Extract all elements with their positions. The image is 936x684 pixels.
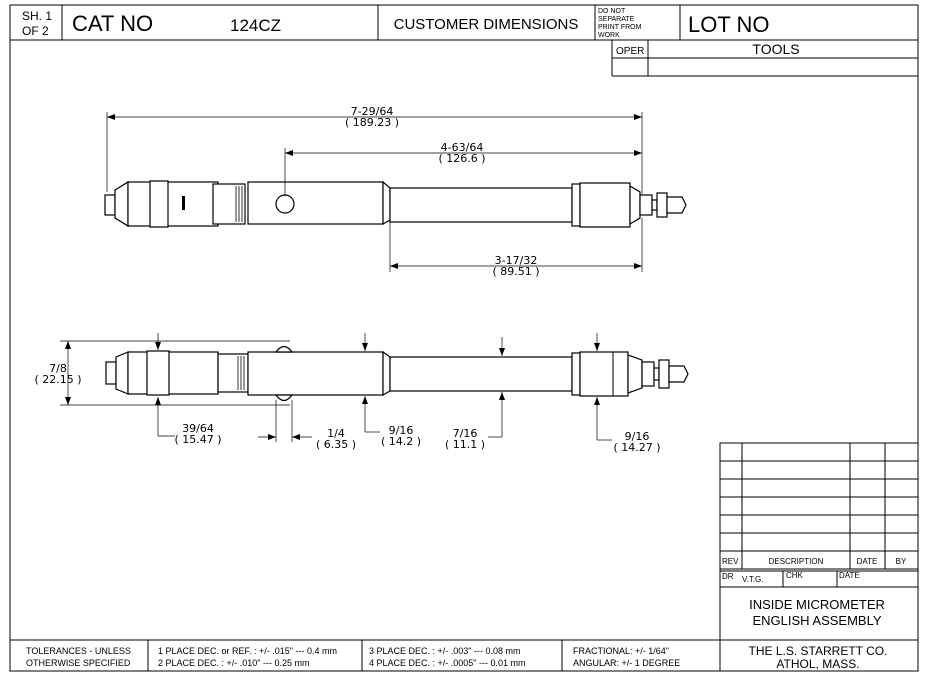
company-location: ATHOL, MASS. [776, 657, 859, 671]
overall-length-mm: ( 189.23 ) [345, 116, 399, 129]
title-header: SH. 1 OF 2 CAT NO 124CZ CUSTOMER DIMENSI… [10, 5, 918, 77]
rev-header: REV [722, 557, 739, 566]
anvil-dia-mm: ( 14.27 ) [613, 441, 660, 454]
tools-label: TOOLS [752, 41, 799, 57]
tolerance-fractional: FRACTIONAL: +/- 1/64" [573, 646, 669, 656]
pin-width-mm: ( 6.35 ) [316, 438, 356, 451]
collar-dia-frac: 39/64 [182, 422, 214, 435]
micrometer-side-view [105, 345, 689, 402]
chk-label: CHK [786, 571, 804, 580]
by-header: BY [896, 557, 907, 566]
sheet-border [9, 4, 919, 672]
part-title-line2: ENGLISH ASSEMBLY [752, 613, 881, 628]
cat-no-label: CAT NO [72, 11, 153, 36]
overall-length-frac: 7-29/64 [351, 105, 394, 118]
sleeve-dia-frac: 9/16 [389, 424, 414, 437]
side-view-dimensions [60, 333, 612, 442]
tolerance-angular: ANGULAR: +/- 1 DEGREE [573, 658, 680, 668]
date-label: DATE [839, 571, 860, 580]
rod-dia-frac: 7/16 [453, 427, 478, 440]
top-view-dimensions [106, 112, 643, 272]
sleeve-dia-mm: ( 14.2 ) [381, 435, 421, 448]
rod-length-frac: 3-17/32 [495, 254, 538, 267]
tolerance-label-1: TOLERANCES - UNLESS [26, 646, 131, 656]
revision-table: REV DESCRIPTION DATE BY DR V.T.G. CHK DA… [719, 442, 919, 588]
collar-dia-mm: ( 15.47 ) [174, 433, 221, 446]
tolerance-4-place: 4 PLACE DEC. : +/- .0005" --- 0.01 mm [369, 658, 526, 668]
company-name: THE L.S. STARRETT CO. [749, 644, 888, 658]
dr-value: V.T.G. [742, 575, 764, 584]
do-not-separate-2: SEPARATE [598, 16, 635, 23]
do-not-separate-4: WORK [598, 32, 620, 39]
dr-label: DR [722, 572, 734, 581]
rod-dia-mm: ( 11.1 ) [445, 438, 485, 451]
date-header: DATE [857, 557, 878, 566]
rod-length-mm: ( 89.51 ) [492, 265, 539, 278]
sheet-label: SH. 1 [22, 9, 52, 23]
thimble-dia-mm: ( 22.15 ) [34, 373, 81, 386]
part-title-line1: INSIDE MICROMETER [749, 597, 885, 612]
hole-to-end-frac: 4-63/64 [441, 141, 484, 154]
tolerance-label-2: OTHERWISE SPECIFIED [26, 658, 131, 668]
sheet-of: OF 2 [22, 24, 49, 38]
tolerance-1-place: 1 PLACE DEC. or REF. : +/- .015" --- 0.4… [158, 646, 337, 656]
tolerance-2-place: 2 PLACE DEC. : +/- .010" --- 0.25 mm [158, 658, 310, 668]
customer-dimensions-label: CUSTOMER DIMENSIONS [394, 16, 579, 33]
lot-no-label: LOT NO [688, 12, 770, 37]
micrometer-top-view [104, 180, 687, 228]
adjustment-hole [275, 194, 295, 214]
hole-to-end-mm: ( 126.6 ) [438, 152, 485, 165]
tolerance-block: TOLERANCES - UNLESS OTHERWISE SPECIFIED … [10, 639, 918, 671]
tolerance-3-place: 3 PLACE DEC. : +/- .003" --- 0.08 mm [369, 646, 521, 656]
description-header: DESCRIPTION [769, 557, 824, 566]
thimble-dia-frac: 7/8 [49, 362, 67, 375]
do-not-separate-1: DO NOT [598, 8, 626, 15]
cat-no-value: 124CZ [230, 16, 281, 35]
oper-label: OPER [616, 46, 644, 57]
pin-width-frac: 1/4 [327, 427, 345, 440]
do-not-separate-3: PRINT FROM [598, 24, 642, 31]
anvil-dia-frac: 9/16 [625, 430, 650, 443]
